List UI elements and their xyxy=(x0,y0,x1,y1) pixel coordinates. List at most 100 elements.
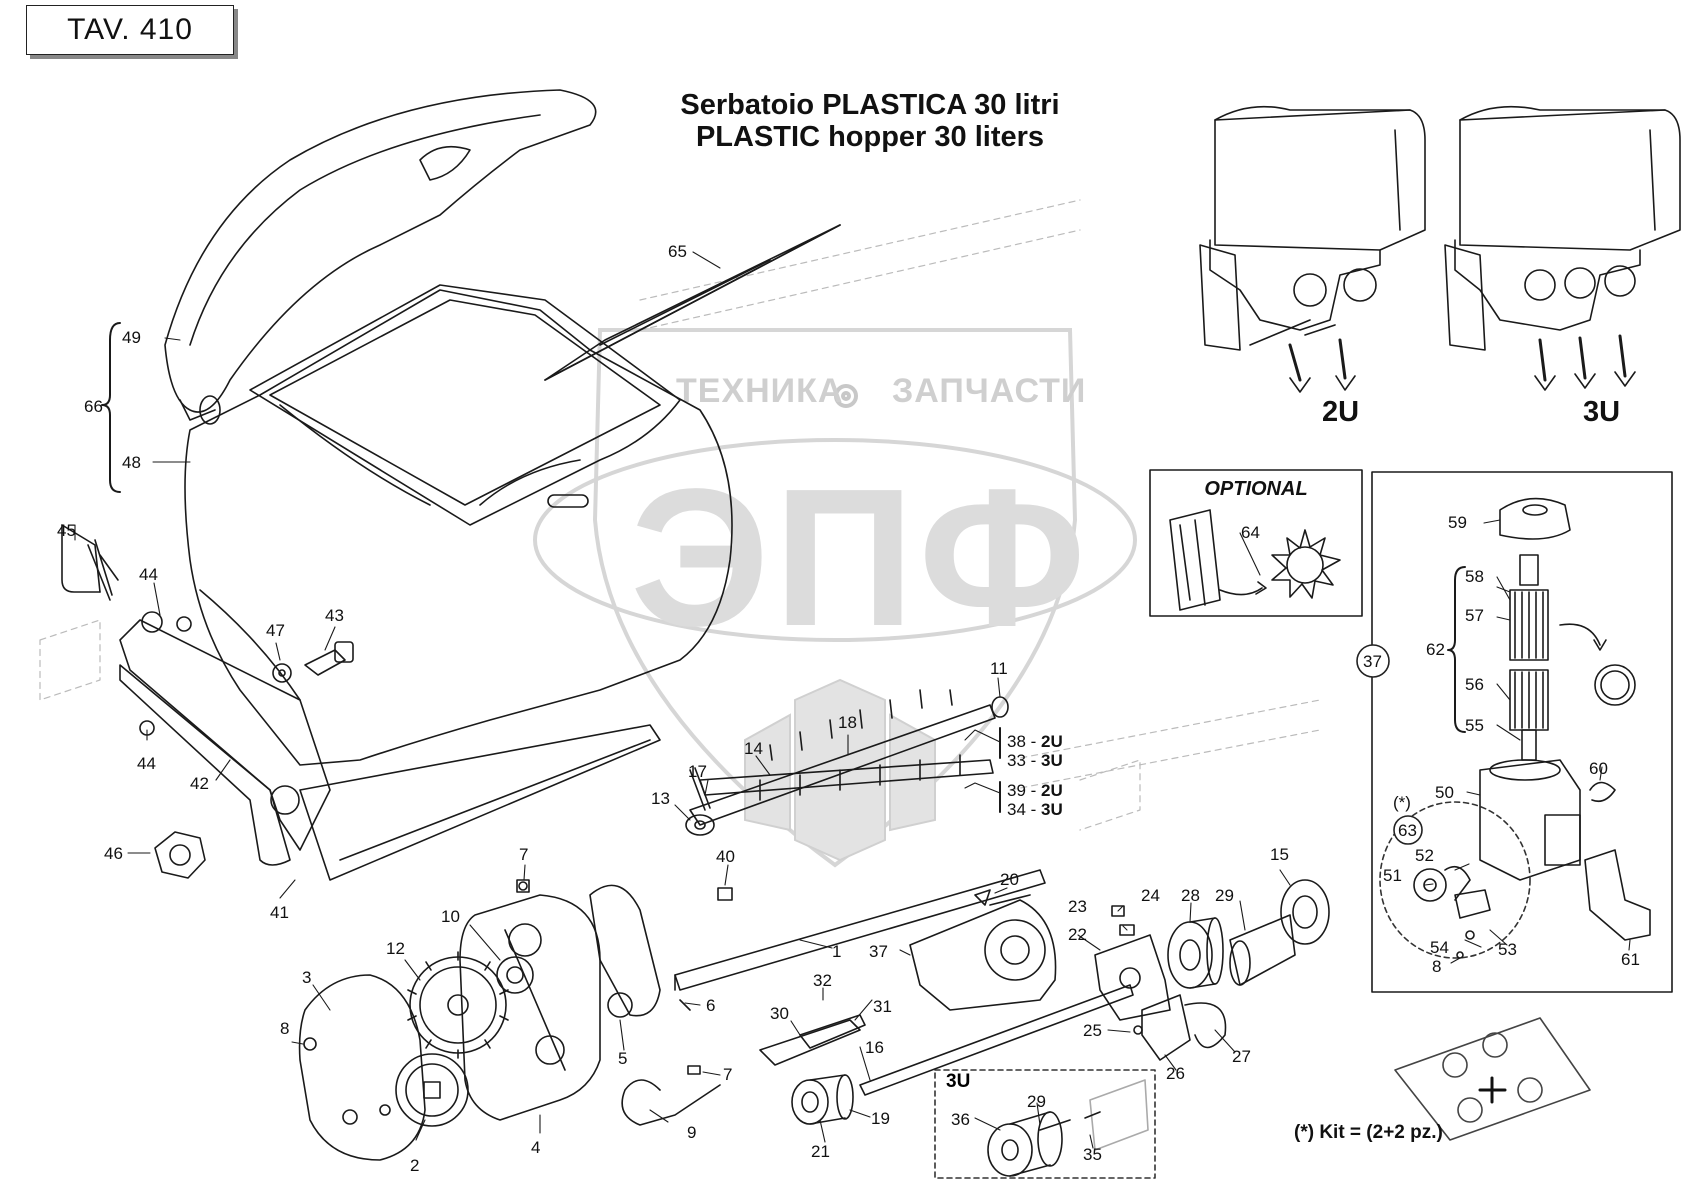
callout-51: 51 xyxy=(1383,866,1402,885)
callout-56: 56 xyxy=(1465,675,1484,694)
callout-10: 10 xyxy=(441,907,460,926)
callout-37-right: 37 xyxy=(1363,652,1382,671)
callout-49: 49 xyxy=(122,328,141,347)
chute xyxy=(299,724,661,881)
group-braces xyxy=(101,322,1466,813)
cover-plate-3 xyxy=(298,974,426,1161)
callout-57: 57 xyxy=(1465,606,1484,625)
watermark-big-text: ЭПФ xyxy=(630,448,1090,667)
callout-13: 13 xyxy=(651,789,670,808)
callout-45: 45 xyxy=(57,521,76,540)
screw-8 xyxy=(303,1037,317,1051)
callout-39-suffix: 2U xyxy=(1041,781,1063,800)
mounting-bracket xyxy=(119,611,331,866)
callout-18: 18 xyxy=(838,713,857,732)
callout-38-2u: 38 - 2U xyxy=(1007,732,1063,751)
callout-15: 15 xyxy=(1270,845,1289,864)
callout-2: 2 xyxy=(410,1156,420,1175)
gear-housing xyxy=(459,894,601,1121)
callout-47: 47 xyxy=(266,621,285,640)
callout-54: 54 xyxy=(1430,938,1449,957)
callout-65: 65 xyxy=(668,242,687,261)
callout-7-bottom: 7 xyxy=(723,1065,733,1084)
callout-33: 33 xyxy=(1007,751,1026,770)
callout-48: 48 xyxy=(122,453,141,472)
callout-19: 19 xyxy=(871,1109,890,1128)
detail-3u-parts xyxy=(987,1079,1149,1177)
brush xyxy=(759,1014,866,1066)
callout-43: 43 xyxy=(325,606,344,625)
callout-24: 24 xyxy=(1141,886,1160,905)
callout-33-suffix: 3U xyxy=(1041,751,1063,770)
callout-28: 28 xyxy=(1181,886,1200,905)
callout-36: 36 xyxy=(951,1110,970,1129)
callout-63: 63 xyxy=(1398,821,1417,840)
title-italian: Serbatoio PLASTICA 30 litri xyxy=(680,89,1060,121)
callout-38: 38 xyxy=(1007,732,1026,751)
distributor-37 xyxy=(909,894,1057,1011)
plate-5 xyxy=(589,884,661,1018)
hardware-6-7 xyxy=(516,879,701,1075)
callout-39: 39 xyxy=(1007,781,1026,800)
detail-box-3u-label: 3U xyxy=(946,1071,971,1092)
callout-9: 9 xyxy=(687,1123,697,1142)
callout-26: 26 xyxy=(1166,1064,1185,1083)
callout-39-2u: 39 - 2U xyxy=(1007,781,1063,800)
callout-6: 6 xyxy=(706,996,716,1015)
kit-note: (*) Kit = (2+2 pz.) xyxy=(1294,1122,1443,1143)
callout-4: 4 xyxy=(531,1138,541,1157)
watermark-right-text: ЗАПЧАСТИ xyxy=(892,372,1087,410)
callout-7-top: 7 xyxy=(519,845,529,864)
housing-22 xyxy=(1094,905,1227,1061)
callout-59: 59 xyxy=(1448,513,1467,532)
callout-5: 5 xyxy=(618,1049,628,1068)
detail-box-3u xyxy=(934,1069,1156,1179)
variant-2u-label: 2U xyxy=(1322,396,1360,428)
bar-1 xyxy=(674,869,1046,991)
callout-37-center: 37 xyxy=(869,942,888,961)
hopper-body xyxy=(184,284,733,766)
callout-30: 30 xyxy=(770,1004,789,1023)
callout-53: 53 xyxy=(1498,940,1517,959)
callout-17: 17 xyxy=(688,762,707,781)
unit-2u xyxy=(1199,105,1426,393)
watermark-left-text: ТЕХНИКА xyxy=(676,372,844,410)
callout-25: 25 xyxy=(1083,1021,1102,1040)
callout-52: 52 xyxy=(1415,846,1434,865)
callout-44-top: 44 xyxy=(139,565,158,584)
callout-46: 46 xyxy=(104,844,123,863)
spring-clip-9 xyxy=(621,1079,721,1126)
hopper-lid xyxy=(164,89,597,425)
callout-1: 1 xyxy=(832,942,842,961)
callout-3: 3 xyxy=(302,968,312,987)
callout-29-detail: 29 xyxy=(1027,1092,1046,1111)
callout-20: 20 xyxy=(1000,870,1019,889)
callout-34-3u: 34 - 3U xyxy=(1007,800,1063,819)
callout-34-suffix: 3U xyxy=(1041,800,1063,819)
callout-61: 61 xyxy=(1621,950,1640,969)
callout-21: 21 xyxy=(811,1142,830,1161)
callout-27: 27 xyxy=(1232,1047,1251,1066)
callout-44-bottom: 44 xyxy=(137,754,156,773)
pin-and-washer xyxy=(685,767,715,836)
gear-12 xyxy=(407,951,509,1059)
callout-23: 23 xyxy=(1068,897,1087,916)
callout-8-left: 8 xyxy=(280,1019,290,1038)
optional-label: OPTIONAL xyxy=(1204,478,1308,500)
gear-2 xyxy=(395,1053,469,1127)
nut-46 xyxy=(154,831,206,879)
callout-50: 50 xyxy=(1435,783,1454,802)
callout-63-star: (*) xyxy=(1393,793,1411,812)
title-english: PLASTIC hopper 30 liters xyxy=(695,121,1045,153)
agitator-shafts xyxy=(689,689,1009,826)
callout-32: 32 xyxy=(813,971,832,990)
callout-8-right: 8 xyxy=(1432,957,1442,976)
callout-29: 29 xyxy=(1215,886,1234,905)
plate-number: TAV. 410 xyxy=(26,5,234,55)
callout-34: 34 xyxy=(1007,800,1026,819)
unit-3u xyxy=(1444,105,1681,391)
callout-66: 66 xyxy=(84,397,103,416)
kit-image xyxy=(1394,1017,1591,1141)
